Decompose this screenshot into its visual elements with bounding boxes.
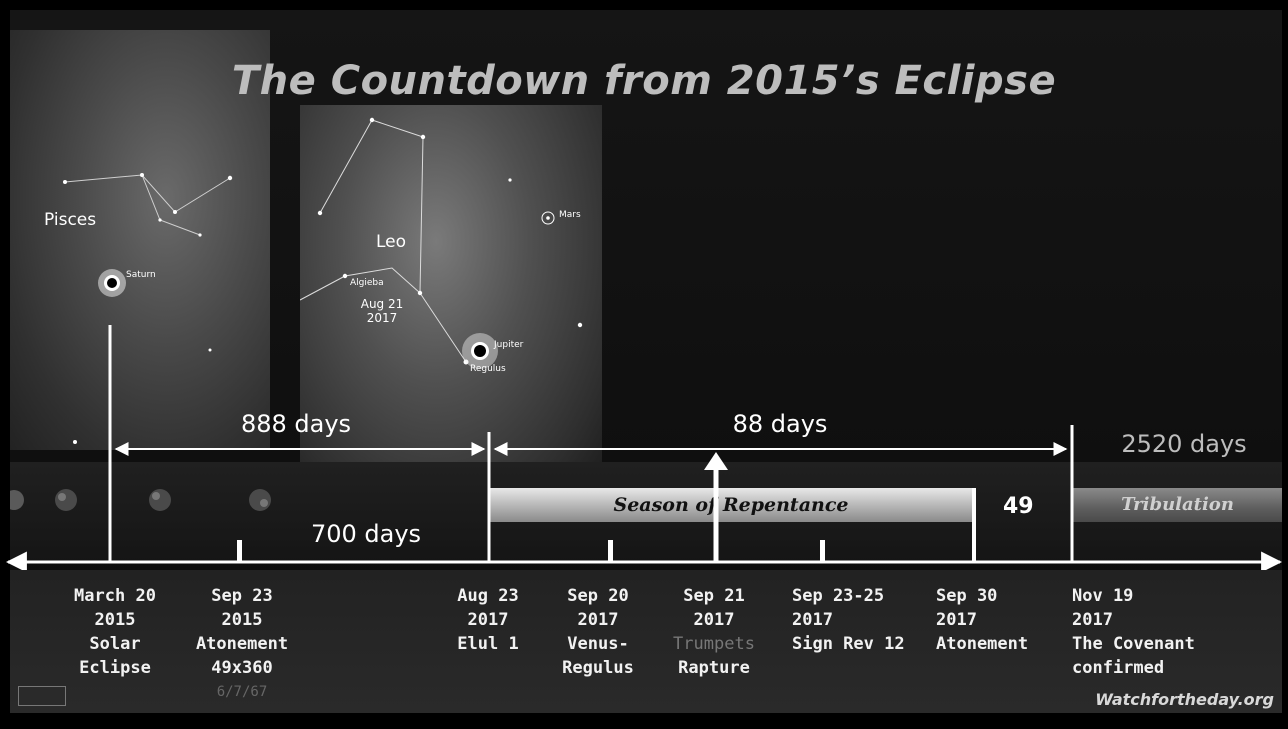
leo-date: Aug 21 2017 [352, 297, 412, 325]
algieba-label: Algieba [350, 278, 384, 288]
forty-nine-label: 49 [1003, 494, 1034, 519]
date-line: Atonement [936, 634, 1029, 654]
leo-constellation-lines [300, 117, 583, 369]
date-sep-21-2017: Sep 21 2017 Trumpets Rapture [662, 584, 766, 680]
date-aug-23-2017: Aug 23 2017 Elul 1 [446, 584, 530, 656]
date-line: Eclipse [79, 658, 151, 678]
span-888-days: 888 days [240, 410, 352, 438]
date-line: 2017 [577, 610, 619, 630]
leo-label: Leo [376, 232, 407, 252]
date-line: Sep 20 [567, 586, 629, 606]
mars-label: Mars [559, 210, 581, 220]
credit-watermark: Watchfortheday.org [1095, 690, 1274, 709]
date-line: confirmed [1072, 658, 1165, 678]
date-band [10, 570, 1282, 713]
date-line: 2017 [467, 610, 509, 630]
span-700-days: 700 days [310, 520, 422, 548]
date-line: Solar [89, 634, 141, 654]
jupiter-label: Jupiter [494, 340, 524, 350]
leo-star-map [300, 105, 602, 495]
date-line: Sep 23 [211, 586, 273, 606]
date-line: Rapture [678, 658, 750, 678]
date-line: 49x360 [211, 658, 273, 678]
date-line: Sep 21 [683, 586, 745, 606]
date-line: 2015 [221, 610, 263, 630]
leo-date-line2: 2017 [366, 311, 398, 325]
span-2520-days: 2520 days [1121, 430, 1247, 458]
date-line: 6/7/67 [216, 684, 268, 700]
date-line: 2017 [1072, 610, 1113, 630]
date-line: Sep 30 [936, 586, 998, 606]
date-line: Nov 19 [1072, 586, 1134, 606]
date-march-20-2015: March 20 2015 Solar Eclipse [60, 584, 170, 680]
pisces-star-map [10, 30, 270, 450]
date-sep-30-2017: Sep 30 2017 Atonement [936, 584, 1056, 656]
date-line: Trumpets [673, 634, 755, 654]
date-sep-23-25-2017: Sep 23-25 2017 Sign Rev 12 [792, 584, 922, 656]
regulus-label: Regulus [470, 364, 506, 374]
logo-icon [18, 686, 66, 706]
date-line: Sep 23-25 [792, 586, 885, 606]
date-line: Aug 23 [457, 586, 519, 606]
date-sep-20-2017: Sep 20 2017 Venus- Regulus [556, 584, 640, 680]
pisces-label: Pisces [44, 210, 97, 230]
pisces-constellation-lines [63, 173, 233, 444]
date-line: Regulus [562, 658, 634, 678]
date-line: The Covenant [1072, 634, 1195, 654]
saturn-label: Saturn [126, 270, 156, 280]
date-line: Atonement [195, 634, 289, 654]
date-line: Elul 1 [457, 634, 519, 654]
slide-title: The Countdown from 2015’s Eclipse [231, 58, 1057, 104]
date-line: 2017 [792, 610, 833, 630]
date-line: 2017 [936, 610, 977, 630]
date-line: 2017 [693, 610, 735, 630]
date-nov-19-2017: Nov 19 2017 The Covenant confirmed [1072, 584, 1262, 680]
date-sep-23-2015: Sep 23 2015 Atonement 49x360 6/7/67 [182, 584, 302, 704]
tribulation-bar: Tribulation [1073, 488, 1282, 522]
span-88-days: 88 days [732, 410, 828, 438]
season-of-repentance-bar: Season of Repentance [490, 488, 972, 522]
date-line: March 20 [74, 586, 156, 606]
moon-phases [10, 489, 271, 511]
date-line: 2015 [94, 610, 136, 630]
date-line: Venus- [567, 634, 629, 654]
leo-date-line1: Aug 21 [360, 297, 404, 311]
date-line: Sign Rev 12 [792, 634, 905, 654]
